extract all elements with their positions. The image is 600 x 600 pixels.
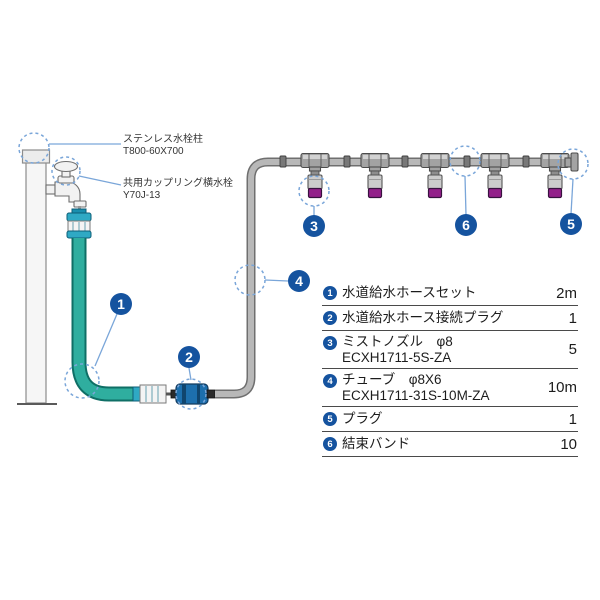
leader-callout-4 bbox=[264, 279, 289, 282]
cable-tie-bands bbox=[279, 155, 530, 168]
table-row: 5 プラグ 1 bbox=[322, 407, 578, 432]
part-name: チューブ φ8X6 ECXH1711-31S-10M-ZA bbox=[342, 372, 543, 404]
part-model: ECXH1711-5S-ZA bbox=[342, 349, 452, 365]
part-model: ECXH1711-31S-10M-ZA bbox=[342, 387, 490, 403]
row-number-badge: 3 bbox=[323, 336, 337, 350]
callout-badge-2: 2 bbox=[178, 346, 200, 368]
supply-tube bbox=[215, 157, 570, 399]
row-number-badge: 5 bbox=[323, 412, 337, 426]
tee-connectors bbox=[300, 152, 570, 172]
tee-connector bbox=[420, 152, 450, 172]
leader-faucet-label bbox=[78, 175, 122, 186]
faucet-label: 共用カップリング横水栓 Y70J-13 bbox=[123, 178, 233, 202]
callout-badge-1: 1 bbox=[110, 293, 132, 315]
part-quantity: 10 bbox=[560, 435, 577, 453]
part-quantity: 10m bbox=[547, 379, 577, 396]
part-name: 結束バンド bbox=[342, 436, 411, 451]
table-row: 4 チューブ φ8X6 ECXH1711-31S-10M-ZA 10m bbox=[322, 369, 578, 407]
part-name: プラグ bbox=[342, 411, 383, 426]
post-label: ステンレス水栓柱 T800-60X700 bbox=[123, 134, 203, 158]
leader-callout-5 bbox=[570, 178, 574, 215]
part-quantity: 1 bbox=[568, 410, 577, 428]
mist-nozzle bbox=[427, 170, 443, 199]
part-name: 水道給水ホースセット bbox=[342, 285, 477, 300]
part-name: 水道給水ホース接続プラグ bbox=[342, 310, 504, 325]
leader-callout-6 bbox=[464, 175, 467, 216]
highlight-circle-post-top bbox=[18, 132, 50, 164]
end-plug bbox=[564, 152, 579, 172]
table-row: 6 結束バンド 10 bbox=[322, 432, 578, 457]
callout-badge-6: 6 bbox=[455, 214, 477, 236]
part-name: ミストノズル φ8 ECXH1711-5S-ZA bbox=[342, 334, 543, 366]
faucet-label-model: Y70J-13 bbox=[123, 190, 161, 201]
highlight-circle-faucet bbox=[51, 156, 81, 186]
part-quantity: 2m bbox=[556, 284, 577, 302]
table-row: 1 水道給水ホースセット 2m bbox=[322, 281, 578, 306]
highlight-circle-hose-bend bbox=[64, 363, 100, 399]
post-label-name: ステンレス水栓柱 bbox=[123, 134, 203, 145]
leader-callout-1 bbox=[94, 313, 118, 367]
highlight-circle-plug bbox=[175, 378, 207, 410]
highlight-circle-nozzle bbox=[298, 175, 330, 207]
faucet-label-name: 共用カップリング横水栓 bbox=[123, 178, 233, 189]
supply-hose bbox=[71, 238, 135, 402]
mist-nozzles bbox=[307, 170, 563, 199]
mist-nozzle bbox=[307, 170, 323, 199]
callout-badge-3: 3 bbox=[303, 215, 325, 237]
part-quantity: 5 bbox=[568, 341, 577, 358]
highlight-circle-endcap bbox=[557, 148, 589, 180]
row-number-badge: 4 bbox=[323, 374, 337, 388]
mist-nozzle bbox=[547, 170, 563, 199]
part-quantity: 1 bbox=[568, 309, 577, 327]
row-number-badge: 6 bbox=[323, 437, 337, 451]
mist-nozzle bbox=[367, 170, 383, 199]
post-label-model: T800-60X700 bbox=[123, 146, 184, 157]
leader-callout-2 bbox=[188, 367, 192, 381]
tee-connector bbox=[300, 152, 330, 172]
connection-plug bbox=[170, 383, 216, 405]
row-number-badge: 2 bbox=[323, 311, 337, 325]
parts-table: 1 水道給水ホースセット 2m 2 水道給水ホース接続プラグ 1 3 ミストノズ… bbox=[322, 281, 578, 457]
tee-connector bbox=[480, 152, 510, 172]
callout-badge-5: 5 bbox=[560, 213, 582, 235]
table-row: 3 ミストノズル φ8 ECXH1711-5S-ZA 5 bbox=[322, 331, 578, 369]
faucet-hose-coupling bbox=[66, 208, 92, 239]
tee-connector bbox=[360, 152, 390, 172]
table-row: 2 水道給水ホース接続プラグ 1 bbox=[322, 306, 578, 331]
callout-badge-4: 4 bbox=[288, 270, 310, 292]
faucet bbox=[45, 160, 87, 210]
row-number-badge: 1 bbox=[323, 286, 337, 300]
mist-nozzle bbox=[487, 170, 503, 199]
highlight-circle-band bbox=[449, 145, 481, 177]
